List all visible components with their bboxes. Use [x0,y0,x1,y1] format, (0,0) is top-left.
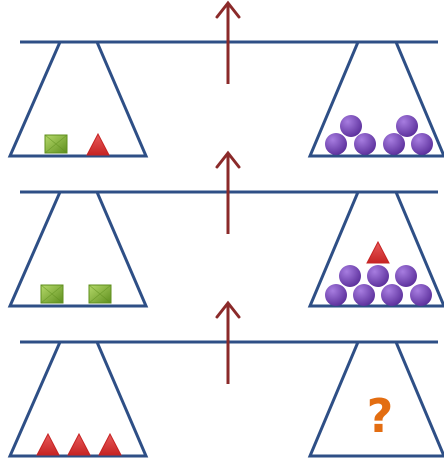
right-items [325,240,432,306]
green-square-icon [40,284,64,304]
purple-ball-icon [383,133,405,155]
right-items: ? [367,389,394,443]
purple-ball-icon [411,133,433,155]
purple-ball-icon [367,265,389,287]
purple-ball-icon [325,133,347,155]
red-triangle-icon [86,132,110,156]
red-triangle-icon [98,432,122,456]
left-pan [7,190,149,308]
arrow-up-icon [215,150,241,234]
right-pan [307,40,444,158]
right-pan [307,340,444,458]
left-items [36,432,122,456]
left-pan [7,40,149,158]
purple-ball-icon [339,265,361,287]
purple-ball-icon [410,284,432,306]
question-mark: ? [367,389,394,443]
green-square-icon [88,284,112,304]
purple-ball-icon [396,115,418,137]
purple-ball-icon [381,284,403,306]
left-items [40,284,112,304]
red-triangle-icon [366,240,390,264]
scale-3: ? [7,300,444,458]
purple-ball-icon [325,284,347,306]
scale-1 [7,0,444,158]
green-square-icon [44,134,68,154]
purple-ball-icon [395,265,417,287]
right-items [325,115,433,155]
red-triangle-icon [67,432,91,456]
purple-ball-icon [354,133,376,155]
purple-ball-icon [353,284,375,306]
arrow-up-icon [215,0,241,84]
purple-ball-icon [340,115,362,137]
left-pan [7,340,149,458]
red-triangle-icon [36,432,60,456]
scale-2 [7,150,444,308]
arrow-up-icon [215,300,241,384]
left-items [44,132,110,156]
right-pan [307,190,444,308]
